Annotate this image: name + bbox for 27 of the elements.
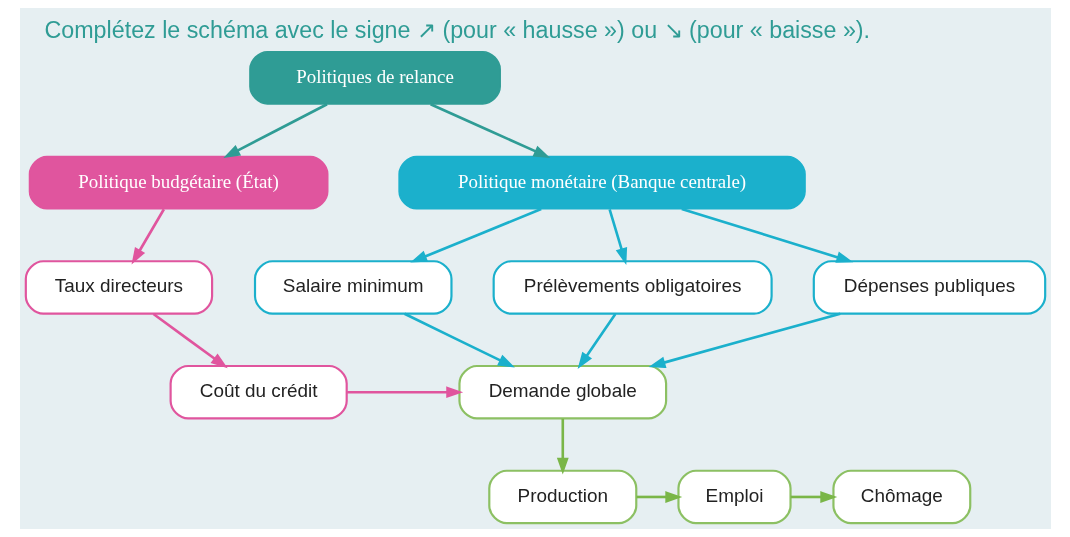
arrow — [152, 313, 228, 369]
arrow — [680, 207, 853, 263]
arrow — [636, 491, 682, 503]
arrow — [346, 386, 463, 399]
arrow — [131, 208, 165, 265]
node-box: Dépenses publiques — [812, 260, 1046, 315]
arrow — [577, 313, 616, 370]
arrow — [607, 208, 627, 265]
node-box: Coût du crédit — [169, 364, 348, 420]
node-box: Chômage — [831, 469, 971, 525]
node-box: Salaire minimum — [253, 260, 453, 315]
node-box: Emploi — [676, 469, 792, 525]
node-box: Taux directeurs — [24, 260, 213, 315]
node-box: Demande globale — [457, 364, 667, 420]
node-box: Production — [487, 469, 637, 525]
node-box: Politique monétaire (Banque centrale) — [397, 155, 806, 210]
arrow — [556, 418, 569, 475]
node-box: Politique budgétaire (État) — [28, 155, 328, 210]
node-box: Politiques de relance — [248, 50, 501, 105]
diagram-title: Complétez le schéma avec le signe ↗ (pour « hausse ») ou ↘ (pour « baisse »). — [43, 17, 870, 44]
arrow — [222, 103, 328, 158]
node-box: Prélèvements obligatoires — [492, 260, 773, 315]
arrow — [409, 207, 542, 263]
arrow — [403, 312, 515, 368]
arrow — [429, 103, 550, 158]
arrow — [648, 312, 841, 369]
arrow — [790, 491, 837, 503]
